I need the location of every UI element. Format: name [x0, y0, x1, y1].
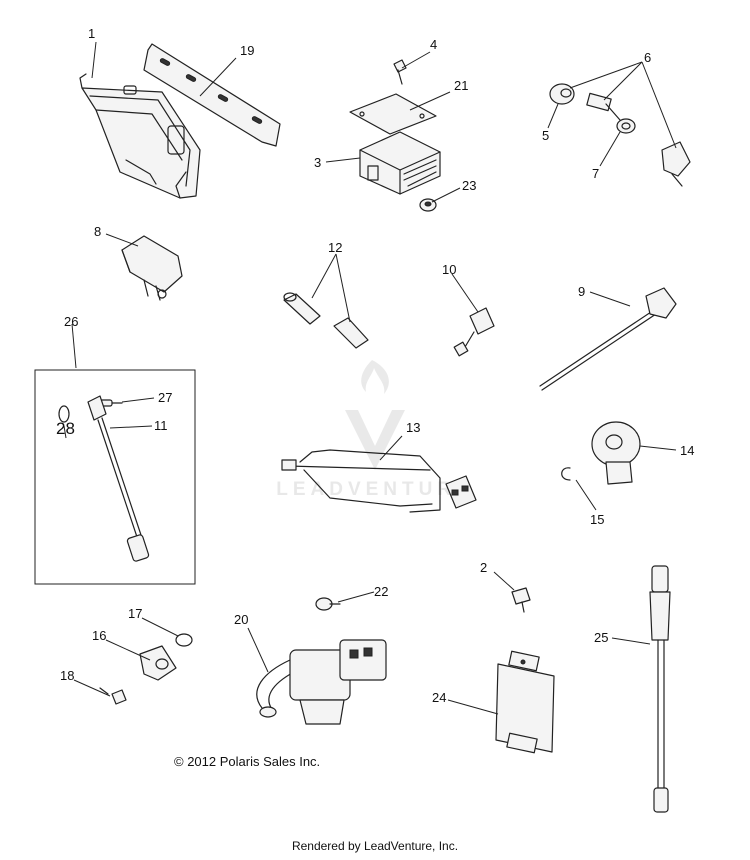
part-11-sensor-cable [87, 395, 150, 562]
callout-8: 8 [94, 224, 101, 239]
part-3-module [359, 131, 441, 195]
callout-2: 2 [480, 560, 487, 575]
part-25-cable [649, 565, 671, 813]
callout-1: 1 [88, 26, 95, 41]
callout-25: 25 [594, 630, 608, 645]
callout-27: 27 [158, 390, 172, 405]
part-4-bolt [393, 59, 407, 85]
part-6-key [586, 92, 691, 187]
callout-5: 5 [542, 128, 549, 143]
part-14-knock-sensor [591, 421, 641, 485]
part-20-valve [256, 639, 387, 725]
part-21-cover [349, 93, 437, 135]
callout-19: 19 [240, 43, 254, 58]
part-10-temp-sensor [453, 307, 495, 357]
callout-17: 17 [128, 606, 142, 621]
part-26-group-box [34, 369, 196, 585]
callout-4: 4 [430, 37, 437, 52]
part-13-harness [281, 449, 477, 513]
callout-16: 16 [92, 628, 106, 643]
callout-12: 12 [328, 240, 342, 255]
part-2-bolt [511, 587, 531, 613]
part-15-clip [561, 467, 571, 481]
callout-23: 23 [462, 178, 476, 193]
part-5-sensor-cap [549, 83, 575, 105]
callout-7: 7 [592, 166, 599, 181]
callout-26: 26 [64, 314, 78, 329]
rendered-by-footer: Rendered by LeadVenture, Inc. [292, 839, 458, 853]
part-24-relay [495, 650, 555, 754]
part-12-connectors [283, 292, 369, 349]
copyright-notice: © 2012 Polaris Sales Inc. [174, 754, 320, 769]
part-28-o-ring [58, 405, 70, 423]
leadventure-watermark: LEADVENTURE [276, 360, 474, 500]
watermark-text: LEADVENTURE [276, 479, 474, 500]
part-7-o-ring [616, 118, 636, 134]
callout-15: 15 [590, 512, 604, 527]
callout-13: 13 [406, 420, 420, 435]
part-16-sensor [139, 645, 177, 681]
callout-labels: 1 2 3 4 5 6 7 8 9 10 11 12 13 14 15 16 1… [56, 26, 694, 705]
part-8-map-sensor [121, 235, 183, 301]
callout-21: 21 [454, 78, 468, 93]
callout-10: 10 [442, 262, 456, 277]
callout-24: 24 [432, 690, 446, 705]
callout-28: 28 [56, 419, 75, 438]
part-19-strap [143, 43, 281, 147]
part-17-o-ring [175, 633, 193, 647]
callout-14: 14 [680, 443, 694, 458]
part-22-screw [315, 597, 341, 611]
callout-20: 20 [234, 612, 248, 627]
part-9-probe [539, 287, 677, 391]
callout-22: 22 [374, 584, 388, 599]
callout-11: 11 [154, 418, 168, 433]
leader-lines [63, 41, 677, 715]
part-18-bolt [99, 687, 127, 705]
callout-18: 18 [60, 668, 74, 683]
part-1-ecu [79, 73, 201, 199]
callout-3: 3 [314, 155, 321, 170]
callout-9: 9 [578, 284, 585, 299]
callout-6: 6 [644, 50, 651, 65]
